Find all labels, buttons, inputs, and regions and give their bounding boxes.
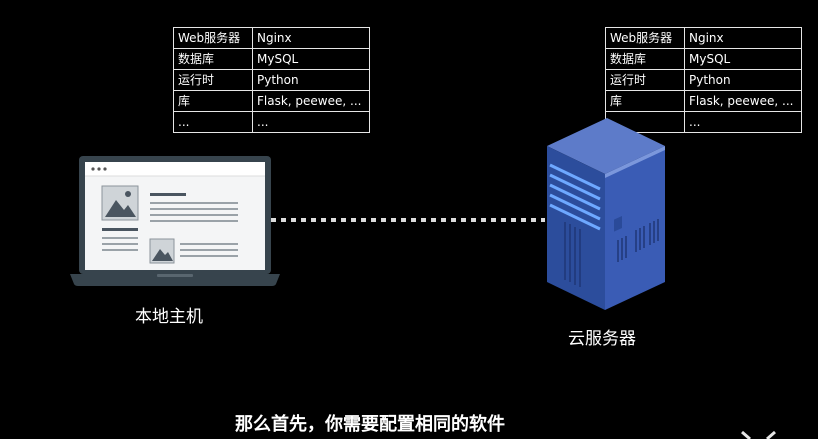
table-cell-key: 数据库 — [605, 48, 685, 70]
table-cell-value: Flask, peewee, ... — [684, 90, 802, 112]
laptop-icon — [70, 156, 280, 286]
table-cell-value: ... — [252, 111, 370, 133]
cloud-stack-table: Web服务器 Nginx 数据库 MySQL 运行时 Python 库 Flas… — [605, 27, 802, 133]
table-row: 运行时 Python — [173, 69, 370, 91]
table-row: ... ... — [173, 111, 370, 133]
table-cell-key: 运行时 — [173, 69, 253, 91]
subtitle-caption: 那么首先，你需要配置相同的软件 — [235, 414, 505, 435]
local-stack-table: Web服务器 Nginx 数据库 MySQL 运行时 Python 库 Flas… — [173, 27, 370, 133]
corner-mark-icon — [741, 430, 776, 439]
cloud-server-label: 云服务器 — [568, 329, 636, 349]
table-row: 库 Flask, peewee, ... — [605, 90, 802, 112]
local-host-label: 本地主机 — [135, 307, 203, 327]
table-cell-value: ... — [684, 111, 802, 133]
table-row: 数据库 MySQL — [605, 48, 802, 70]
table-cell-key: Web服务器 — [173, 27, 253, 49]
server-icon — [547, 118, 665, 310]
